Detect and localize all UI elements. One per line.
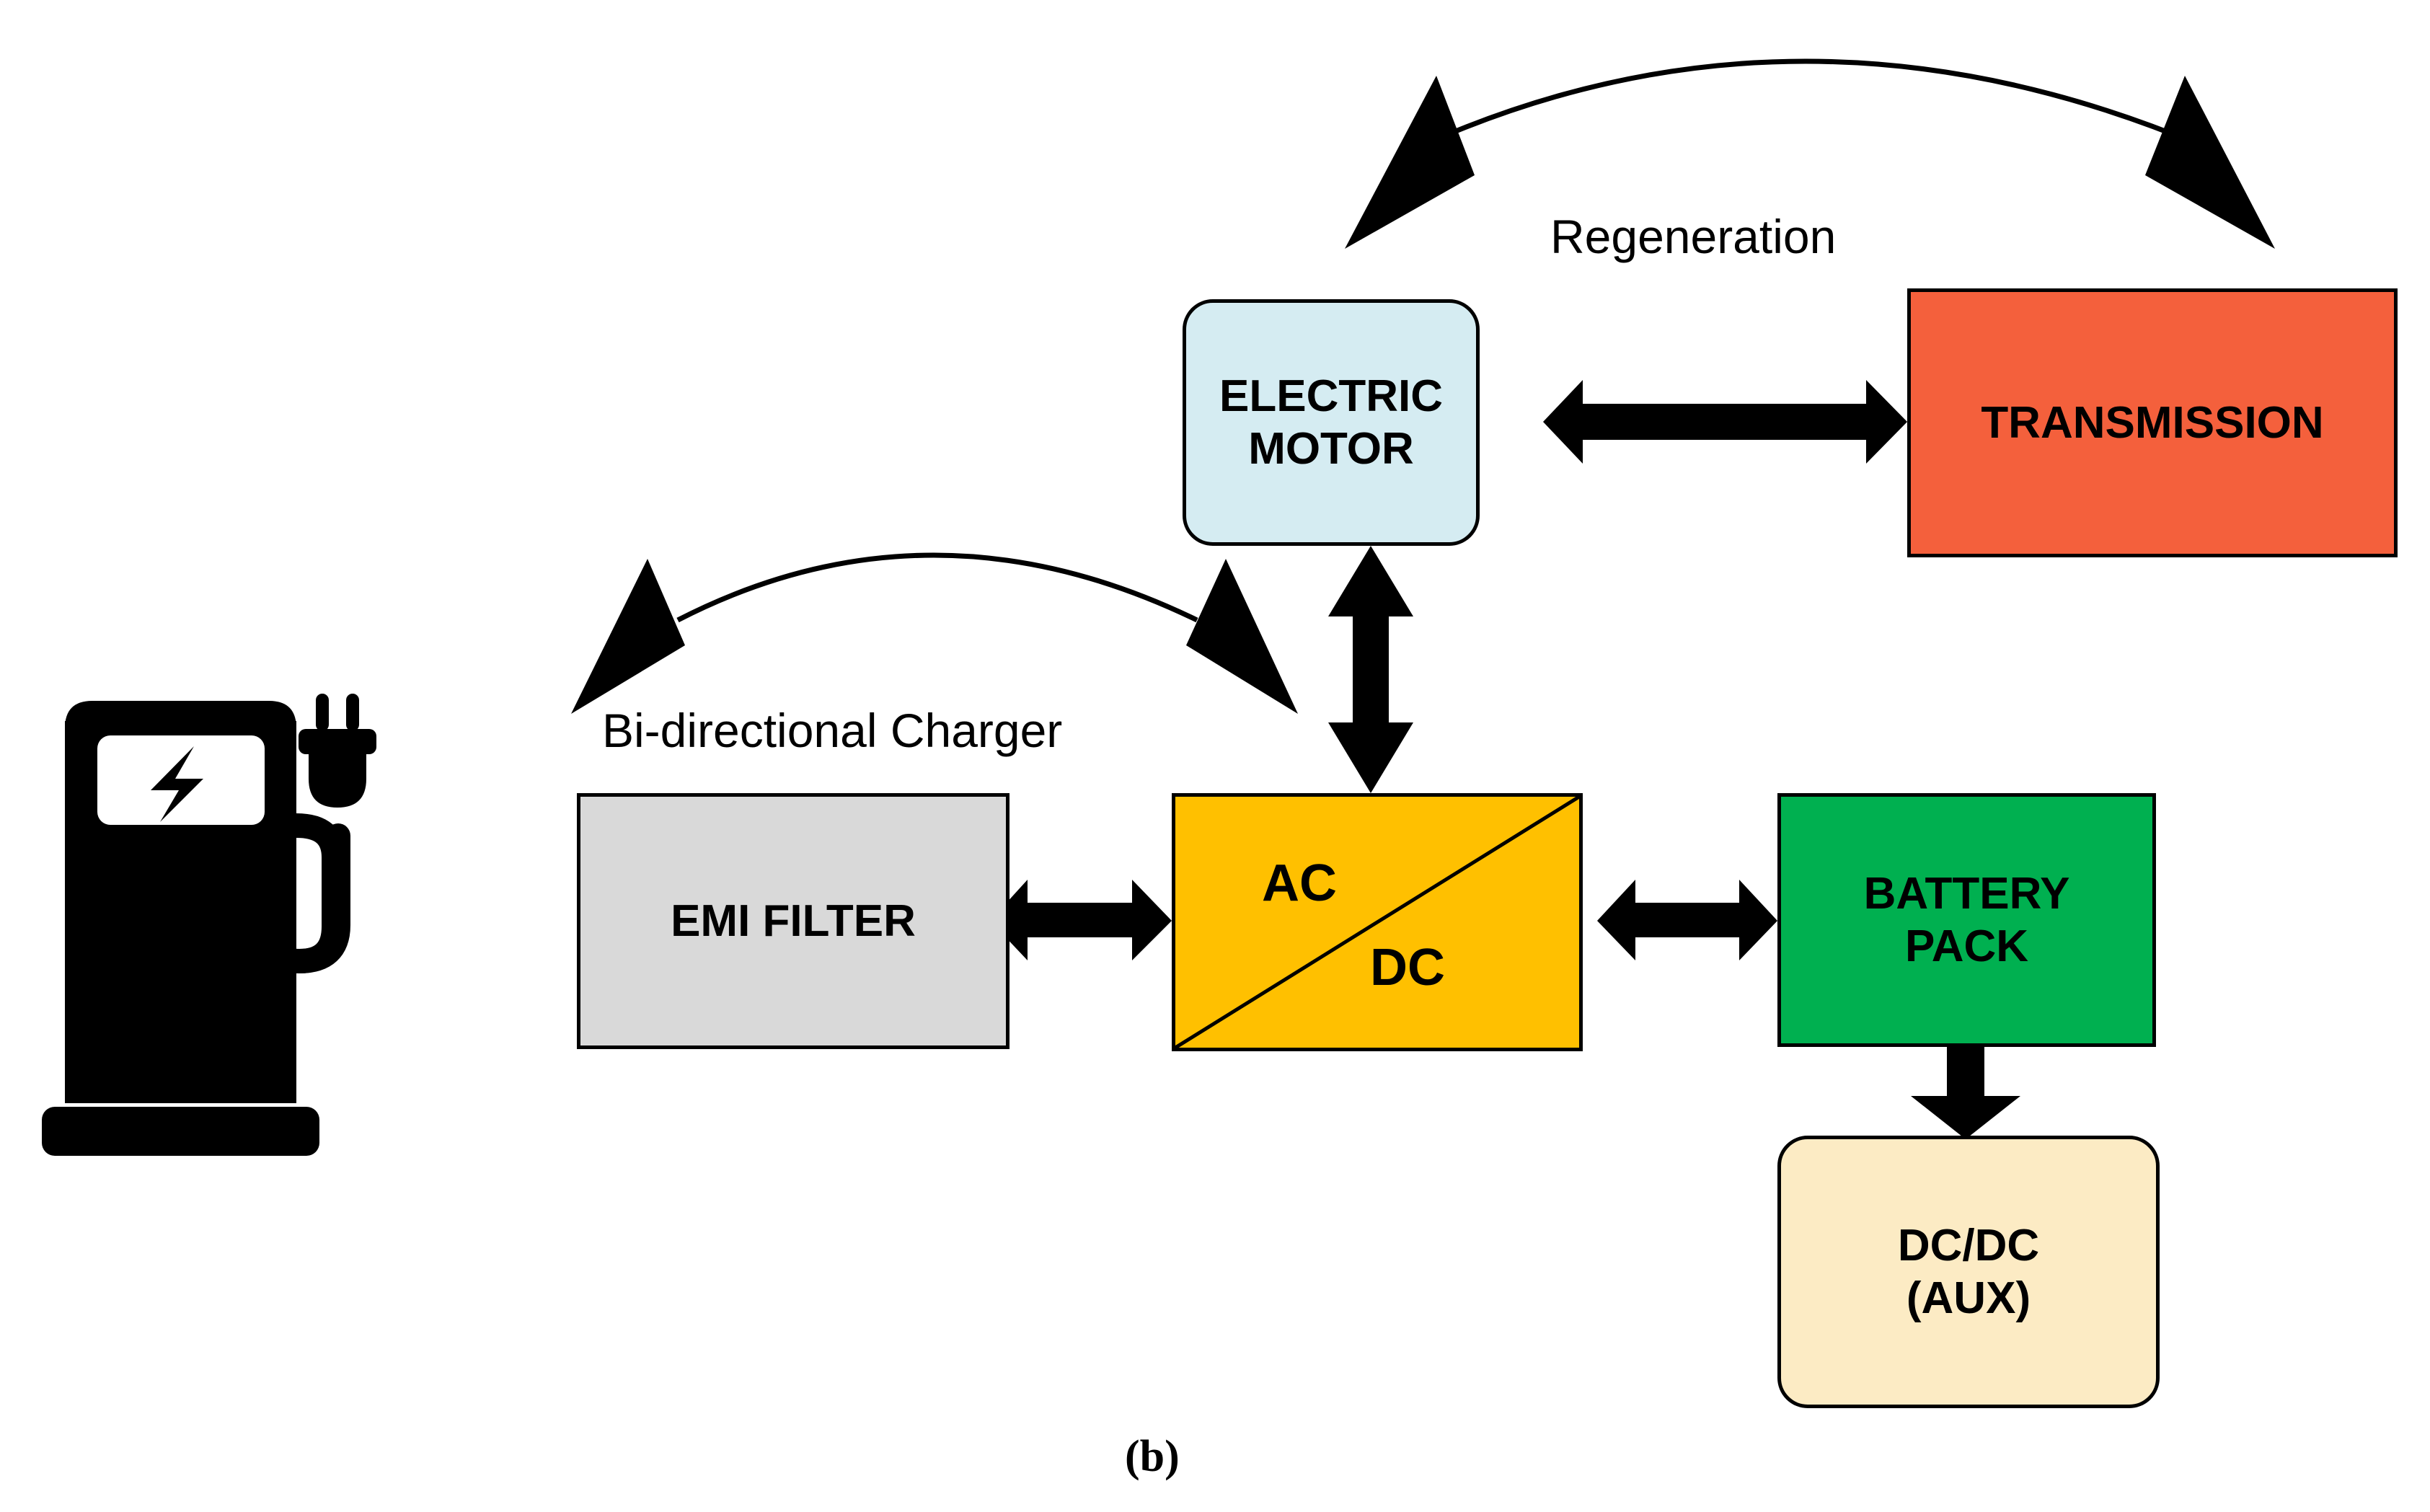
block-dcdc-aux[interactable]: DC/DC (AUX) <box>1777 1136 2160 1408</box>
regeneration-arc-label: Regeneration <box>1550 210 1837 263</box>
block-transmission[interactable]: TRANSMISSION <box>1907 288 2398 557</box>
electric-motor-label-line1: ELECTRIC <box>1219 371 1443 421</box>
ac-dc-diagonal-divider <box>1175 797 1579 1048</box>
ac-label: AC <box>1262 854 1337 912</box>
dcdc-label-line1: DC/DC <box>1897 1220 2040 1270</box>
ac-dc-inner: AC DC <box>1175 797 1579 1048</box>
battery-pack-label-line2: PACK <box>1904 921 2029 971</box>
figure-caption: (b) <box>1125 1432 1180 1481</box>
block-ac-dc-converter[interactable]: AC DC <box>1172 793 1583 1051</box>
dc-label: DC <box>1370 939 1445 996</box>
electric-motor-label-line2: MOTOR <box>1248 424 1414 474</box>
transmission-label: TRANSMISSION <box>1981 397 2324 448</box>
block-emi-filter[interactable]: EMI FILTER <box>577 793 1009 1049</box>
block-battery-pack[interactable]: BATTERY PACK <box>1777 793 2156 1047</box>
ev-charging-station-icon <box>42 694 376 1156</box>
emi-filter-label: EMI FILTER <box>671 896 916 946</box>
connector-converter-to-battery <box>1597 880 1777 960</box>
block-electric-motor[interactable]: ELECTRIC MOTOR <box>1183 299 1480 546</box>
regeneration-arc-arrow <box>1345 58 2275 249</box>
connector-emi-to-converter <box>990 880 1172 960</box>
connector-motor-to-converter <box>1328 546 1413 793</box>
battery-pack-label-line1: BATTERY <box>1863 868 2070 919</box>
bidirectional-charger-arc-arrow <box>571 552 1298 714</box>
lightning-bolt-glyph <box>151 746 203 822</box>
dcdc-label-line2: (AUX) <box>1906 1273 2031 1323</box>
bidirectional-charger-arc-label: Bi-directional Charger <box>602 704 1063 757</box>
connector-motor-to-transmission <box>1543 380 1907 464</box>
